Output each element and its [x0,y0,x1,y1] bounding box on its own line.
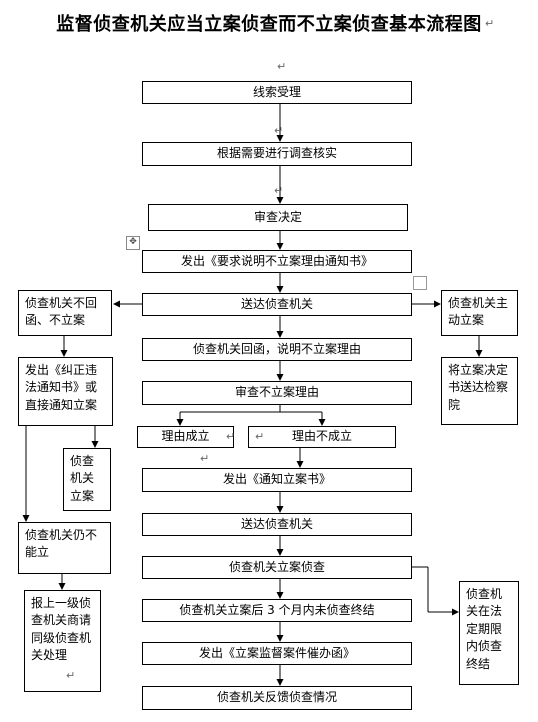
box-correction-notice: 发出《纠正违法通知书》或直接通知立案 [18,357,113,426]
paragraph-mark: ↵ [274,184,284,197]
box-investigation-verification: 根据需要进行调查核实 [142,142,412,166]
paragraph-mark: ↵ [255,430,265,443]
box-review-reasons: 审查不立案理由 [142,381,412,405]
box-issue-filing-notice: 发出《通知立案书》 [142,468,412,492]
box-send-decision-to-procuratorate: 将立案决定书送达检察院 [441,357,518,425]
box-investigator-filed: 侦查机关立案 [63,448,111,511]
box-investigator-feedback: 侦查机关反馈侦查情况 [142,686,412,710]
box-serve-investigator-2: 送达侦查机关 [142,513,412,536]
box-voluntary-filing: 侦查机关主动立案 [441,290,518,336]
box-issue-urge-letter: 发出《立案监督案件催办函》 [142,642,412,665]
box-reason-invalid: 理由不成立 [248,426,396,448]
box-investigator-reply: 侦查机关回函，说明不立案理由 [142,338,412,361]
box-clue-acceptance: 线索受理 [142,81,412,104]
box-issue-explanation-notice: 发出《要求说明不立案理由通知书》 [142,250,412,273]
box-investigator-files-case: 侦查机关立案侦查 [142,556,412,579]
paragraph-mark: ↵ [200,452,210,465]
paragraph-mark: ↵ [277,60,287,73]
paragraph-mark: ↵ [66,669,76,682]
box-serve-investigator: 送达侦查机关 [142,293,412,316]
box-still-not-filed: 侦查机关仍不能立 [18,522,111,574]
page-title: 监督侦查机关应当立案侦查而不立案侦查基本流程图 [56,14,482,35]
box-escalate-higher-level: 报上一级侦查机关商请同级侦查机关处理 [24,590,101,692]
paragraph-mark: ↵ [274,124,284,137]
paragraph-mark: ↵ [226,430,236,443]
box-concluded-within-limit: 侦查机关在法定期限内侦查终结 [459,581,519,685]
anchor-square-icon [413,276,427,290]
paragraph-mark: ↵ [485,17,495,30]
table-move-handle-icon[interactable]: ✥ [126,236,140,250]
box-reason-valid: 理由成立 [137,426,234,448]
box-three-months-unfinished: 侦查机关立案后 3 个月内未侦查终结 [142,599,412,622]
box-review-decision: 审查决定 [148,204,408,231]
box-no-reply-no-filing: 侦查机关不回函、不立案 [18,290,112,336]
